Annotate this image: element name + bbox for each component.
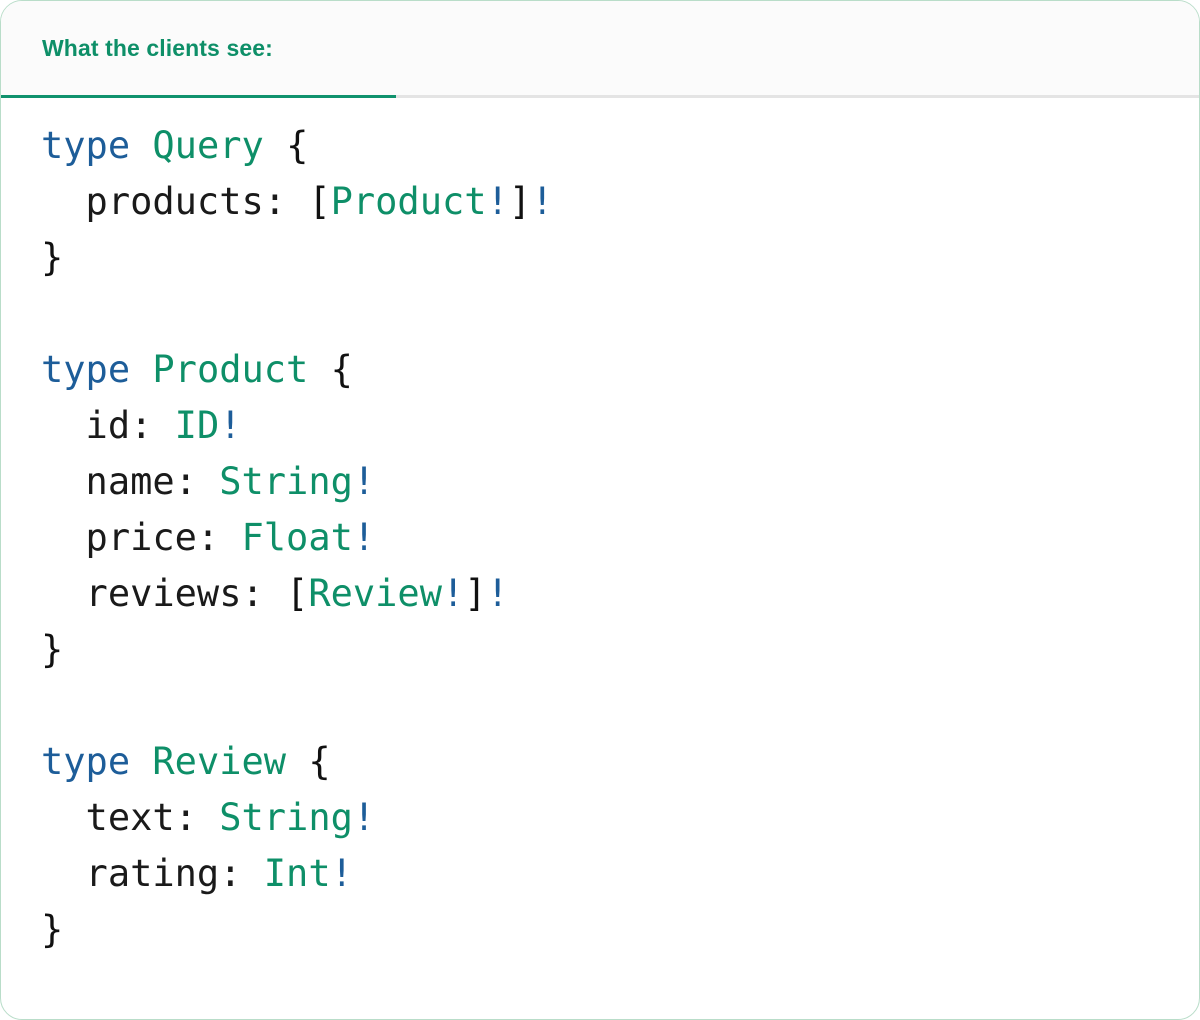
code-token-plain [130,124,152,167]
code-token-plain [241,852,263,895]
code-line: type Product { [41,342,1199,398]
code-token-identifier: reviews: [41,572,264,615]
code-token-plain [130,740,152,783]
code-token-type_name: ID [174,404,220,447]
code-token-non_null: ! [352,516,376,559]
code-token-non_null: ! [219,404,242,447]
code-token-plain [219,516,241,559]
code-line: reviews: [Review!]! [41,566,1199,622]
code-token-punctuation: [ [286,572,309,615]
code-token-plain [308,348,330,391]
code-line: type Review { [41,734,1199,790]
code-token-type_name: Product [330,180,487,223]
code-token-plain [286,740,308,783]
code-token-plain [152,404,174,447]
code-line: ​ [41,678,1199,734]
code-token-identifier: rating: [41,852,242,895]
code-token-plain [264,124,286,167]
code-line: name: String! [41,454,1199,510]
code-token-non_null: ! [330,852,353,895]
code-token-punctuation: { [286,124,309,167]
code-line: text: String! [41,790,1199,846]
code-token-punctuation: ] [464,572,487,615]
code-line: rating: Int! [41,846,1199,902]
code-token-type_name: Product [152,348,309,391]
code-token-plain [130,348,152,391]
code-token-plain [197,796,219,839]
graphql-schema-code[interactable]: type Query { products: [Product!]!}​type… [41,118,1199,958]
code-token-type_name: Query [152,124,264,167]
code-token-non_null: ! [352,796,376,839]
code-token-punctuation: } [41,236,64,279]
code-token-identifier: products: [41,180,287,223]
code-token-plain [264,572,286,615]
code-token-type_name: String [219,796,353,839]
code-token-punctuation: [ [308,180,331,223]
code-line: price: Float! [41,510,1199,566]
code-token-identifier: name: [41,460,197,503]
code-token-type_name: Float [241,516,353,559]
code-line: } [41,622,1199,678]
code-token-type_name: Review [152,740,287,783]
code-token-punctuation: } [41,908,64,951]
code-token-punctuation: { [308,740,331,783]
code-viewer: type Query { products: [Product!]!}​type… [1,98,1199,958]
code-token-plain [286,180,308,223]
code-line: } [41,902,1199,958]
tab-label: What the clients see: [42,34,273,61]
code-token-identifier: id: [41,404,153,447]
tab-what-the-clients-see[interactable]: What the clients see: [1,1,396,98]
code-token-non_null: ! [486,180,509,223]
code-token-punctuation: { [330,348,353,391]
code-token-non_null: ! [352,460,376,503]
code-token-keyword: type [41,124,131,167]
code-line: type Query { [41,118,1199,174]
code-token-plain [197,460,219,503]
code-line: products: [Product!]! [41,174,1199,230]
code-token-non_null: ! [486,572,509,615]
tab-bar: What the clients see: [1,1,1199,98]
code-line: ​ [41,286,1199,342]
code-token-identifier: price: [41,516,220,559]
code-token-punctuation: } [41,628,64,671]
code-token-non_null: ! [531,180,554,223]
code-token-punctuation: ] [508,180,532,223]
code-token-identifier: text: [41,796,197,839]
code-token-type_name: String [219,460,353,503]
code-token-type_name: Review [308,572,442,615]
code-line: id: ID! [41,398,1199,454]
code-token-type_name: Int [263,852,331,895]
code-token-keyword: type [41,740,131,783]
code-token-keyword: type [41,348,131,391]
code-line: } [41,230,1199,286]
code-token-non_null: ! [441,572,465,615]
